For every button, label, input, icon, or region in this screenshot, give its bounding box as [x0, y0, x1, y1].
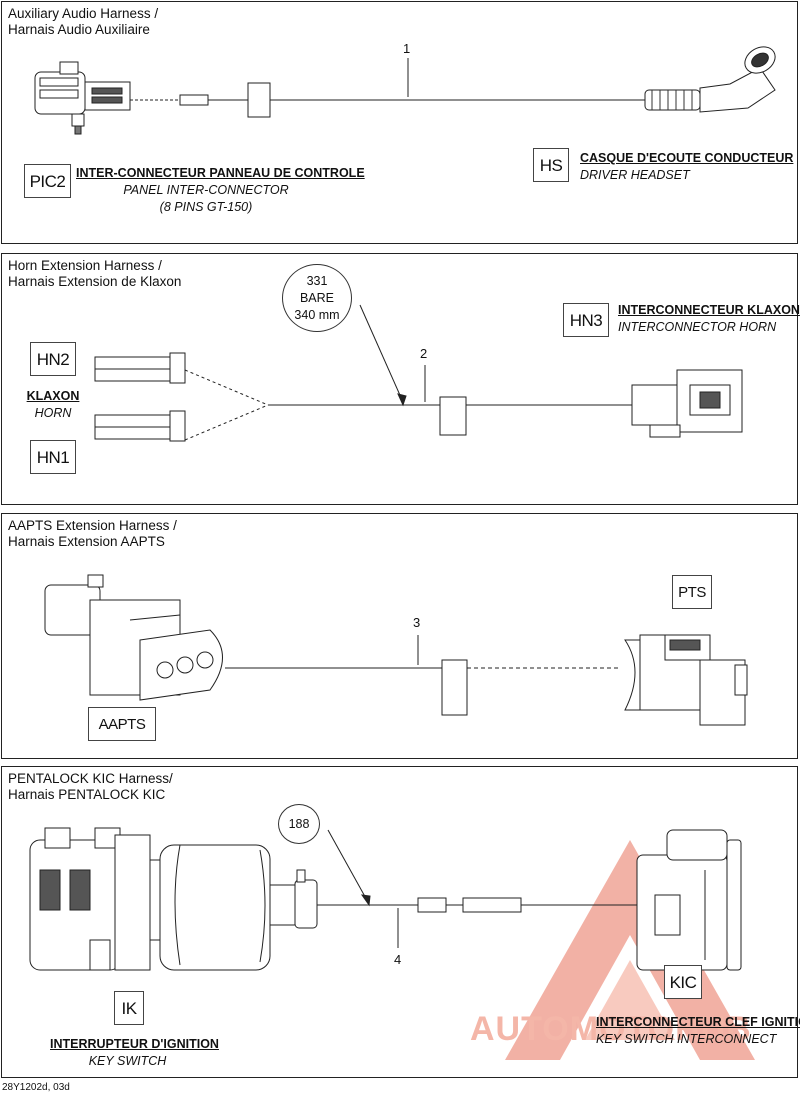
callout-number: 3 [413, 615, 421, 630]
panel-horn-extension: Horn Extension Harness / Harnais Extensi… [1, 253, 798, 505]
code-hn1: HN1 [30, 440, 76, 474]
watermark-text: AUTOMOTOHUB [470, 1010, 752, 1048]
callout-number: 4 [394, 952, 402, 967]
length-bubble: 188 [278, 804, 320, 844]
code-hs: HS [533, 148, 569, 182]
pic2-connector-drawing [34, 61, 131, 135]
label-driver-headset: CASQUE D'ECOUTE CONDUCTEUR DRIVER HEADSE… [580, 150, 793, 184]
aapts-connector-drawing [44, 574, 223, 701]
callout-number: 1 [403, 41, 411, 56]
code-hn3: HN3 [563, 303, 609, 337]
hs-headset-plug-drawing [644, 46, 776, 113]
label-en: INTERCONNECTOR HORN [618, 320, 777, 334]
label-fr: CASQUE D'ECOUTE CONDUCTEUR [580, 151, 794, 165]
label-key-switch-interconnect: INTERCONNECTEUR CLEF IGNITION KEY SWITCH… [596, 1014, 800, 1048]
code-aapts: AAPTS [88, 707, 156, 741]
panel-pentalock-kic: PENTALOCK KIC Harness/ Harnais PENTALOCK… [1, 766, 798, 1078]
label-horn: KLAXON HORN [20, 388, 86, 422]
label-fr: INTERCONNECTEUR CLEF IGNITION [596, 1015, 800, 1029]
hn3-connector-drawing [631, 369, 743, 438]
length-mm: 340 mm [294, 308, 340, 322]
panel-title: AAPTS Extension Harness / Harnais Extens… [8, 518, 177, 549]
label-en: DRIVER HEADSET [580, 168, 690, 182]
code-hn2: HN2 [30, 342, 76, 376]
hn1-terminal-drawing [94, 410, 186, 442]
panel-title: Auxiliary Audio Harness / Harnais Audio … [8, 6, 159, 37]
label-fr: INTER-CONNECTEUR PANNEAU DE CONTROLE [76, 166, 365, 180]
code-kic: KIC [664, 965, 702, 999]
label-key-switch: INTERRUPTEUR D'IGNITION KEY SWITCH [50, 1036, 219, 1070]
ik-key-switch-drawing [29, 827, 318, 971]
label-fr: INTERRUPTEUR D'IGNITION [50, 1037, 219, 1051]
label-en: HORN [34, 406, 72, 420]
panel-aapts-extension: AAPTS Extension Harness / Harnais Extens… [1, 513, 798, 759]
code-pts: PTS [672, 575, 712, 609]
kic-connector-drawing [636, 829, 742, 971]
figure-reference: 28Y1202d, 03d [2, 1082, 70, 1093]
length-value: 331 [306, 274, 328, 288]
panel-title: PENTALOCK KIC Harness/ Harnais PENTALOCK… [8, 771, 173, 802]
label-fr: KLAXON [26, 389, 80, 403]
label-fr: INTERCONNECTEUR KLAXON [618, 303, 800, 317]
hn2-terminal-drawing [94, 352, 186, 384]
length-bubble: 331 BARE 340 mm [282, 264, 352, 332]
label-en: KEY SWITCH INTERCONNECT [596, 1032, 777, 1046]
pts-sensor-drawing [624, 634, 748, 726]
callout-number: 2 [420, 346, 428, 361]
label-note: (8 PINS GT-150) [159, 200, 253, 214]
code-ik: IK [114, 991, 144, 1025]
label-interconnector-horn: INTERCONNECTEUR KLAXON INTERCONNECTOR HO… [618, 302, 800, 336]
code-pic2: PIC2 [24, 164, 71, 198]
panel-title: Horn Extension Harness / Harnais Extensi… [8, 258, 182, 289]
panel-auxiliary-audio: Auxiliary Audio Harness / Harnais Audio … [1, 1, 798, 244]
label-en: KEY SWITCH [88, 1054, 167, 1068]
label-en: PANEL INTER-CONNECTOR [123, 183, 289, 197]
label-panel-inter-connector: INTER-CONNECTEUR PANNEAU DE CONTROLE PAN… [76, 165, 365, 216]
length-note: BARE [299, 291, 335, 305]
